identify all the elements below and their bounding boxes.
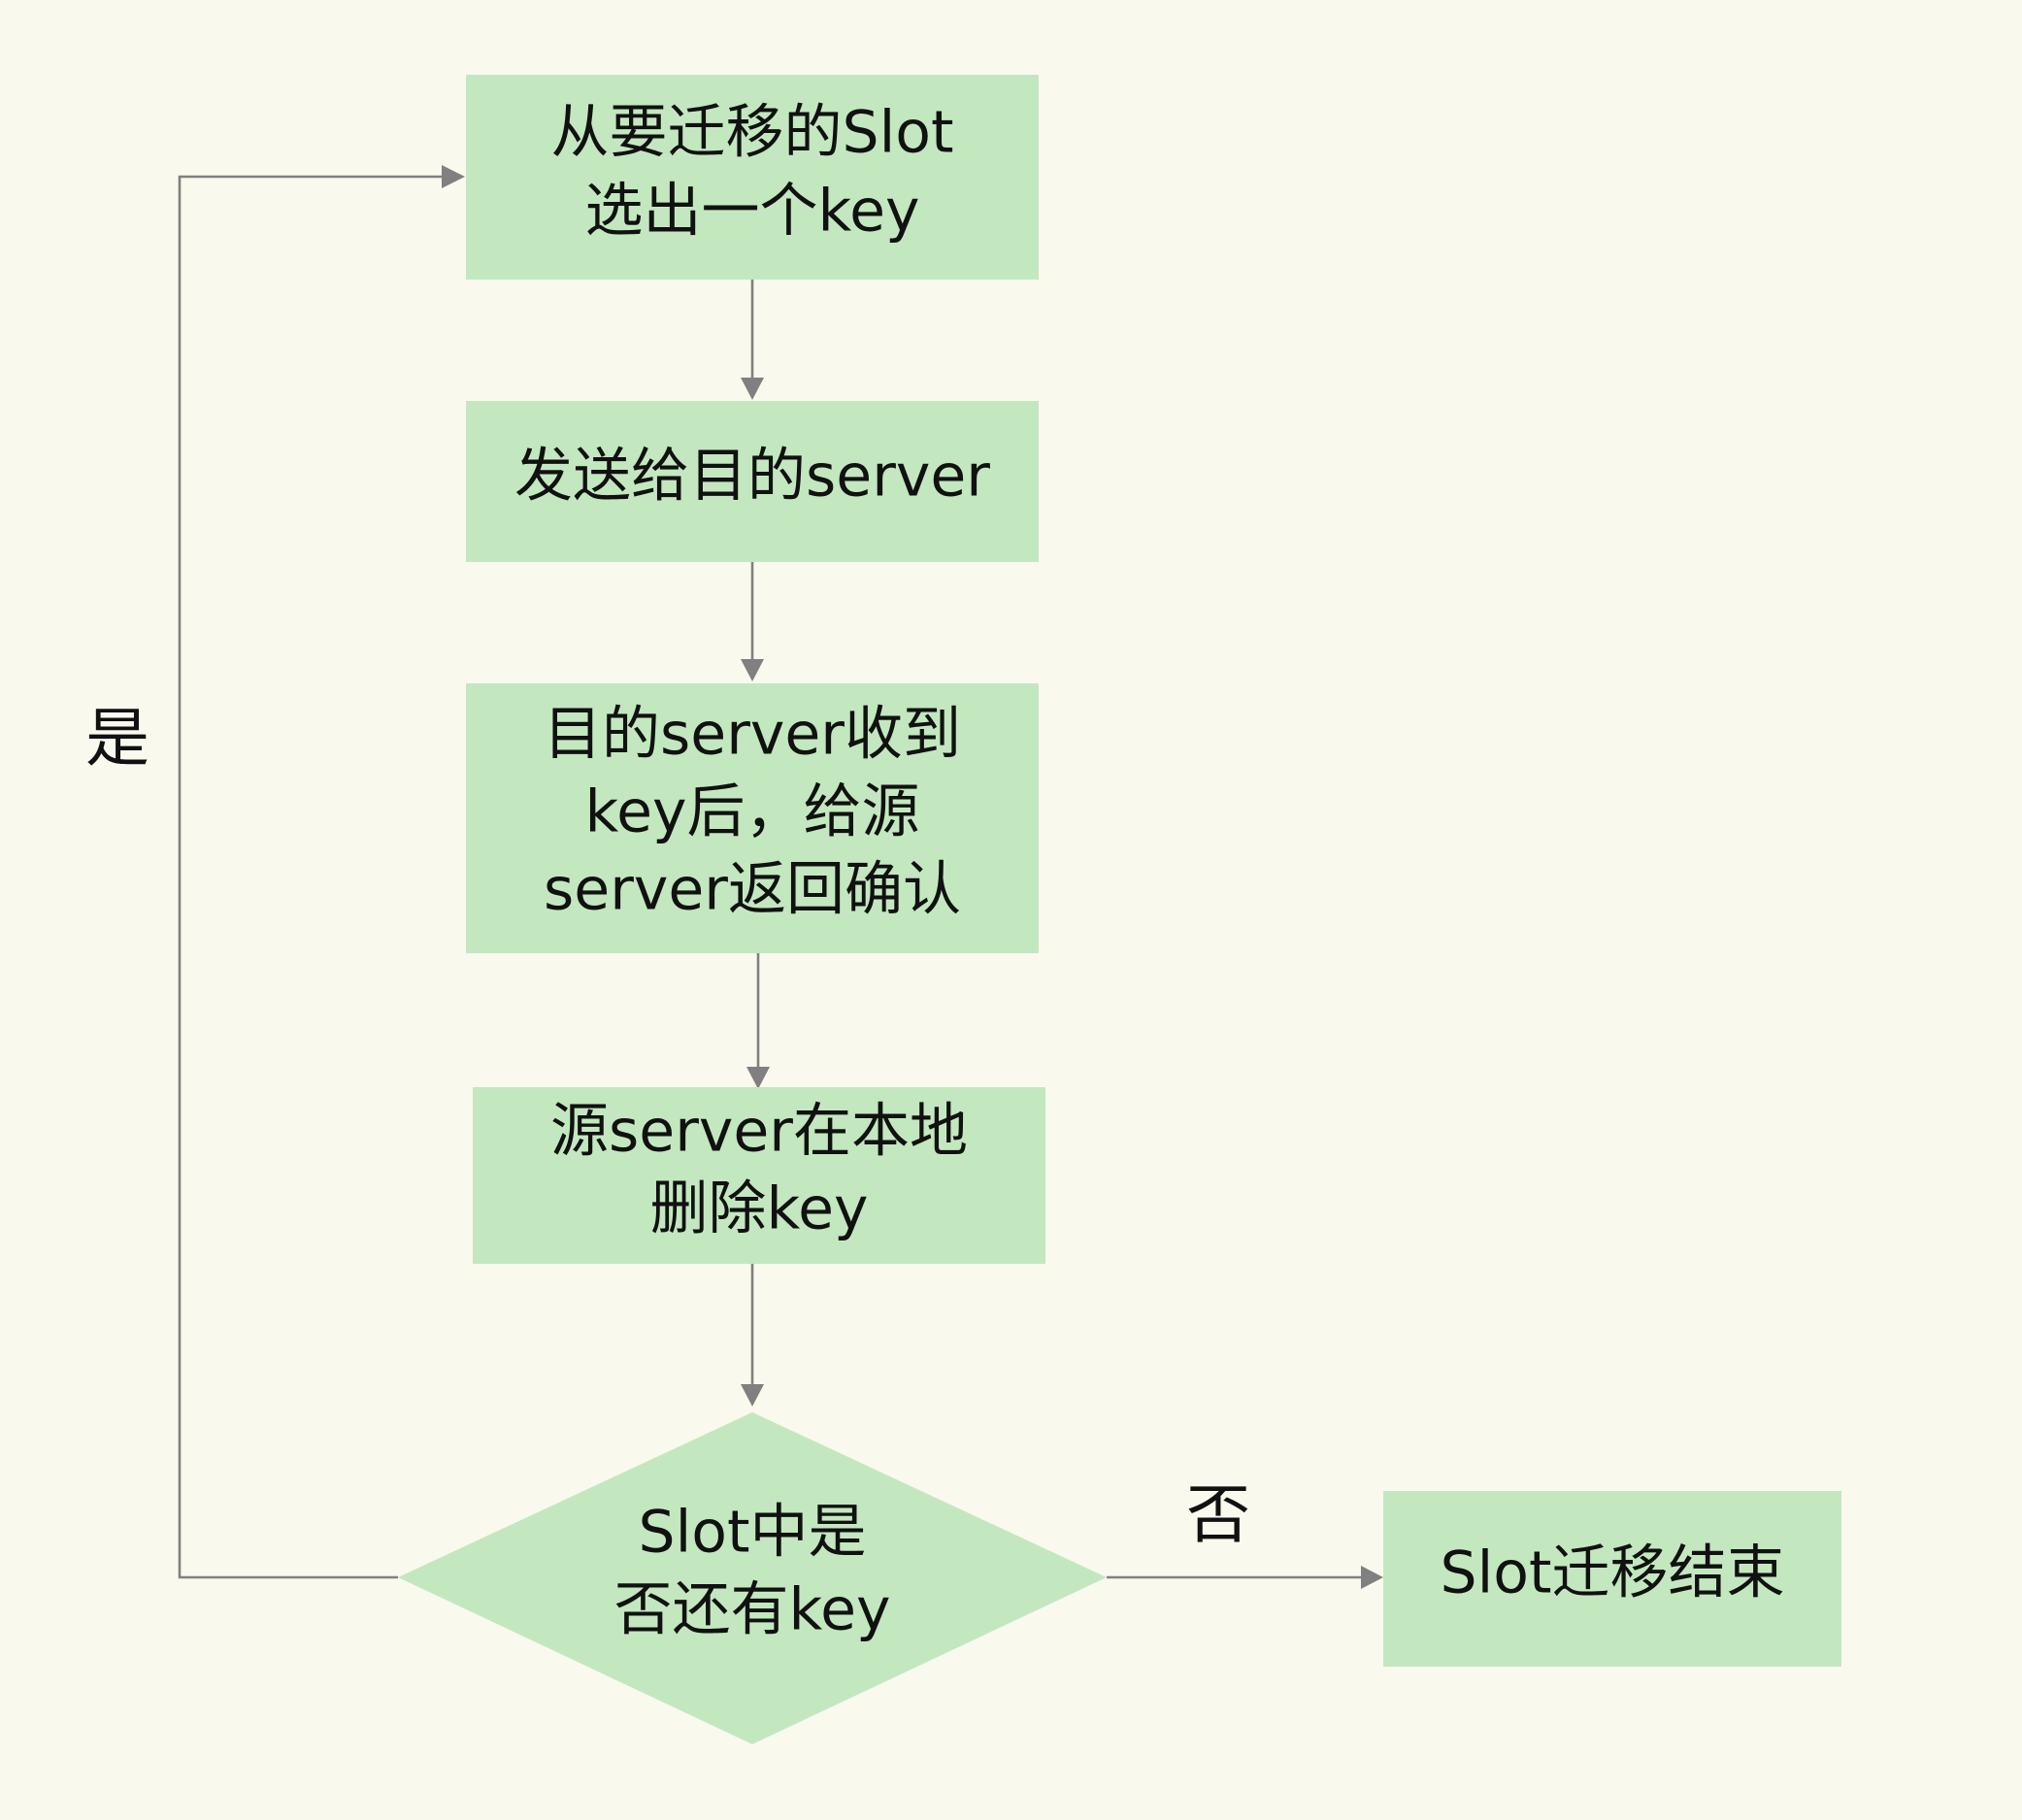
- arrow-head-icon: [741, 378, 764, 400]
- node-migration-done-box: [1383, 1491, 1841, 1667]
- node-source-delete-line-2: 删除key: [649, 1175, 868, 1243]
- node-target-confirm-line-3: server返回确认: [544, 856, 961, 924]
- node-select-key-line-1: 从要迁移的Slot: [551, 99, 954, 167]
- arrow-head-icon: [746, 1067, 770, 1089]
- node-send-to-target-box: [466, 401, 1039, 562]
- node-has-more-keys-line-2: 否还有key: [613, 1576, 890, 1644]
- node-target-confirm-box: [466, 683, 1039, 953]
- arrow-head-icon: [1361, 1566, 1383, 1589]
- arrow-head-icon: [741, 659, 764, 681]
- node-source-delete-box: [473, 1087, 1045, 1264]
- edge-decision-loop-back: [178, 175, 445, 1579]
- node-send-to-target-line-1: 发送给目的server: [514, 443, 990, 511]
- node-has-more-keys: Slot中是 否还有key: [398, 1412, 1107, 1744]
- arrow-head-icon: [741, 1384, 764, 1406]
- edge-label-yes: 是: [85, 701, 149, 776]
- edge-label-no: 否: [1186, 1477, 1250, 1552]
- node-migration-done-line-1: Slot迁移结束: [1441, 1539, 1785, 1607]
- node-target-confirm-line-2: key后，给源: [584, 778, 919, 846]
- node-select-key-line-2: 选出一个key: [584, 178, 919, 246]
- node-target-confirm-line-1: 目的server收到: [544, 701, 961, 769]
- node-has-more-keys-line-1: Slot中是: [639, 1499, 867, 1567]
- node-target-confirm: 目的server收到 key后，给源 server返回确认: [466, 683, 1039, 953]
- node-migration-done: Slot迁移结束: [1383, 1491, 1841, 1667]
- arrow-head-icon: [442, 165, 465, 188]
- node-select-key-box: [466, 75, 1039, 280]
- node-select-key: 从要迁移的Slot 选出一个key: [466, 75, 1039, 280]
- node-source-delete: 源server在本地 删除key: [473, 1087, 1045, 1264]
- node-has-more-keys-diamond: [398, 1412, 1107, 1744]
- node-send-to-target: 发送给目的server: [466, 401, 1039, 562]
- node-source-delete-line-1: 源server在本地: [550, 1098, 968, 1166]
